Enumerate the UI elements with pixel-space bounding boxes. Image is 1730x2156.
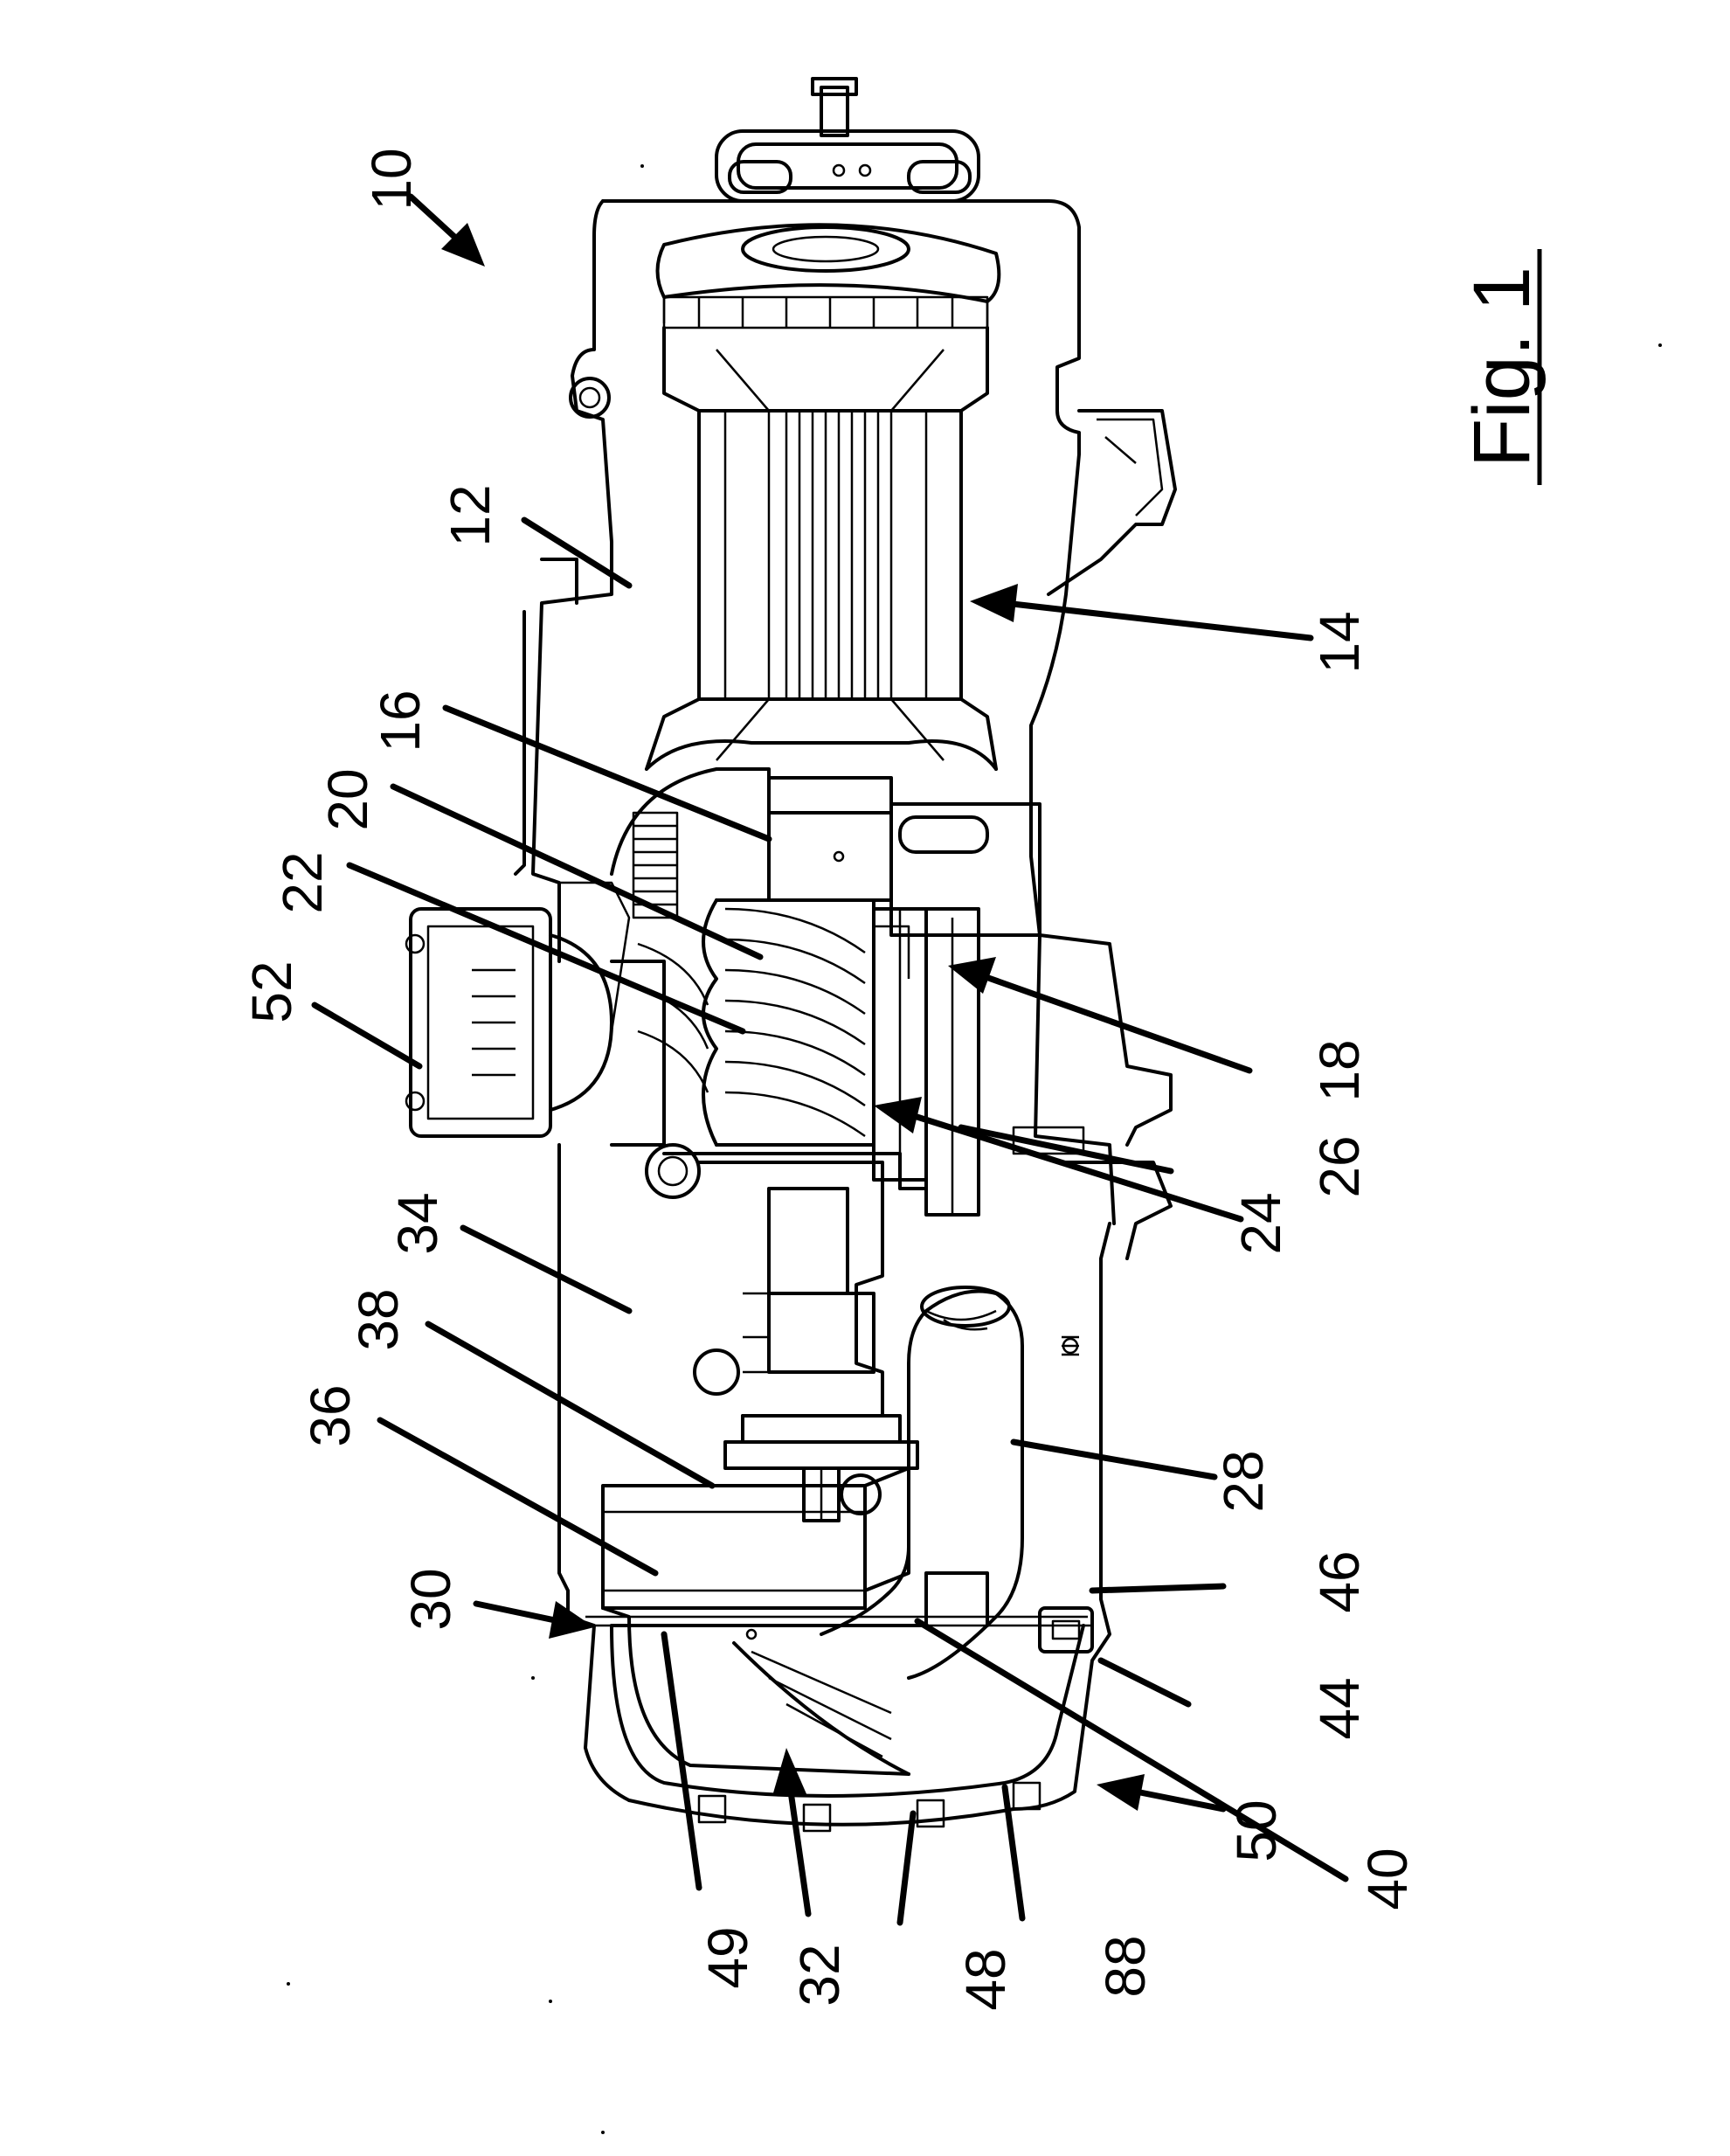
- ref-40: 40: [1356, 1848, 1419, 1910]
- separator-plate: [603, 1468, 909, 1608]
- ref-20: 20: [316, 768, 379, 830]
- motor-stator: [647, 328, 996, 769]
- leader-lines: [315, 197, 1346, 1923]
- ref-16: 16: [369, 690, 432, 752]
- oil-pipe: [821, 1287, 1022, 1678]
- shaft-housing: [612, 741, 1040, 979]
- side-fittings: [1040, 1337, 1092, 1652]
- screw-rotors: [638, 900, 979, 1215]
- ref-88: 88: [1094, 1935, 1157, 1997]
- top-connector-block: [716, 79, 979, 201]
- ref-46: 46: [1308, 1550, 1371, 1612]
- reference-numerals: 10 12 14 16 20 22 52 18 26 24 34 38 36 3…: [240, 148, 1419, 2010]
- figure-label-group: Fig. 1: [1457, 249, 1547, 485]
- ref-12: 12: [439, 484, 502, 546]
- ref-30: 30: [399, 1568, 462, 1630]
- middle-housing: [664, 935, 1171, 1258]
- ref-50: 50: [1225, 1799, 1288, 1861]
- ref-36: 36: [299, 1384, 362, 1446]
- scan-specks: [287, 164, 1662, 2134]
- ref-14: 14: [1308, 611, 1371, 673]
- ref-48: 48: [954, 1948, 1017, 2010]
- ref-18: 18: [1308, 1039, 1371, 1101]
- ref-49: 49: [696, 1926, 759, 1988]
- ref-28: 28: [1212, 1450, 1275, 1512]
- ref-26: 26: [1308, 1135, 1371, 1197]
- ref-34: 34: [386, 1192, 449, 1254]
- separator-bowl: [603, 1573, 987, 1774]
- figure-label: Fig. 1: [1457, 267, 1547, 468]
- motor-housing: [516, 201, 1114, 1224]
- ref-10: 10: [360, 148, 423, 210]
- ref-52: 52: [240, 960, 303, 1023]
- ref-38: 38: [347, 1288, 410, 1350]
- compressor-assembly: [406, 79, 1175, 1831]
- ref-24: 24: [1229, 1192, 1292, 1254]
- bearing-section: [647, 1145, 917, 1521]
- ref-44: 44: [1308, 1677, 1371, 1739]
- motor-end-cover: [658, 225, 1000, 328]
- ref-22: 22: [271, 851, 334, 913]
- ref-32: 32: [788, 1944, 851, 2006]
